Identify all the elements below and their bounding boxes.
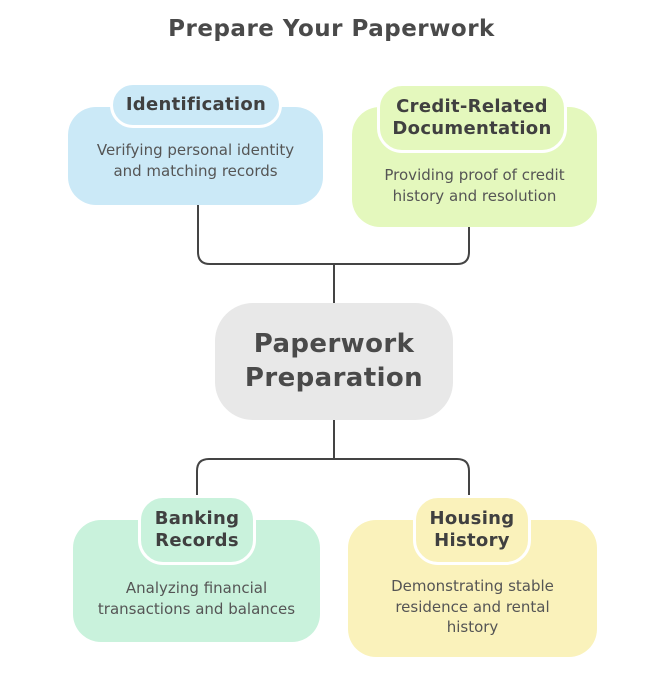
connector-bottom-branch <box>196 458 470 497</box>
node-paperwork-preparation-label: Paperwork Preparation <box>244 328 424 393</box>
node-housing-history-header-pill: Housing History <box>413 495 531 565</box>
node-housing-history-description: Demonstrating stable residence and renta… <box>391 577 554 637</box>
page-title: Prepare Your Paperwork <box>168 16 495 42</box>
node-banking-records-header-pill: Banking Records <box>138 495 256 565</box>
node-banking-records: Banking Records Analyzing financial tran… <box>73 495 320 642</box>
node-banking-records-title: Banking Records <box>154 507 240 552</box>
node-credit-documentation-description: Providing proof of credit history and re… <box>384 166 565 205</box>
node-credit-documentation: Credit-Related Documentation Providing p… <box>352 83 597 227</box>
node-housing-history: Housing History Demonstrating stable res… <box>348 495 597 657</box>
node-identification-description: Verifying personal identity and matching… <box>96 141 295 180</box>
node-identification: Identification Verifying personal identi… <box>68 82 323 205</box>
node-credit-documentation-header-pill: Credit-Related Documentation <box>377 83 567 153</box>
node-identification-header-pill: Identification <box>110 82 282 128</box>
node-housing-history-title: Housing History <box>429 507 515 552</box>
node-paperwork-preparation: Paperwork Preparation <box>215 303 453 420</box>
node-banking-records-description: Analyzing financial transactions and bal… <box>97 579 296 618</box>
node-credit-documentation-title: Credit-Related Documentation <box>392 95 552 140</box>
node-identification-title: Identification <box>125 93 267 115</box>
